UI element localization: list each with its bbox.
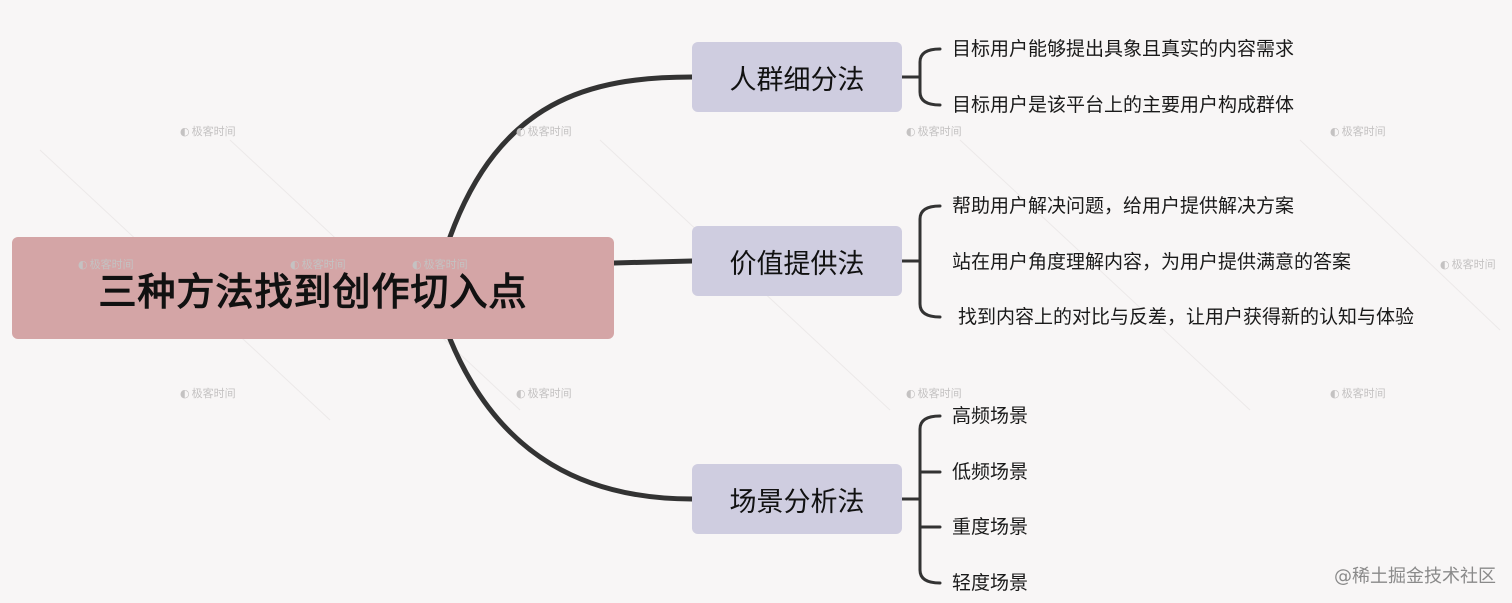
watermark: ◐极客时间 xyxy=(180,123,236,139)
leaf-item[interactable]: 重度场景 xyxy=(952,516,1029,538)
geektime-logo-icon: ◐ xyxy=(1330,125,1340,138)
leaf-item[interactable]: 低频场景 xyxy=(952,461,1029,483)
watermark-text: 极客时间 xyxy=(1451,258,1496,271)
branch-node-value-provision[interactable]: 价值提供法 xyxy=(692,226,902,296)
branch-label: 价值提供法 xyxy=(729,248,865,280)
geektime-logo-icon: ◐ xyxy=(290,258,300,271)
watermark: ◐极客时间 xyxy=(516,123,572,139)
geektime-logo-icon: ◐ xyxy=(412,258,422,271)
branch-node-crowd-segmentation[interactable]: 人群细分法 xyxy=(692,42,902,112)
geektime-logo-icon: ◐ xyxy=(180,387,190,400)
leaf-item[interactable]: 高频场景 xyxy=(952,405,1029,427)
watermark-text: 极客时间 xyxy=(917,387,962,400)
watermark: ◐极客时间 xyxy=(78,256,134,272)
connector-branch-2 xyxy=(611,258,695,266)
leaf-item[interactable]: 站在用户角度理解内容，为用户提供满意的答案 xyxy=(952,251,1352,273)
branch-label: 场景分析法 xyxy=(729,486,865,518)
watermark: ◐极客时间 xyxy=(906,385,962,401)
watermark: ◐极客时间 xyxy=(412,256,468,272)
leaf-item[interactable]: 找到内容上的对比与反差，让用户获得新的认知与体验 xyxy=(958,306,1415,328)
watermark-text: 极客时间 xyxy=(89,258,134,271)
watermark-text: 极客时间 xyxy=(191,125,236,138)
geektime-logo-icon: ◐ xyxy=(1440,258,1450,271)
watermark-text: 极客时间 xyxy=(527,125,572,138)
leaf-item[interactable]: 目标用户能够提出具象且真实的内容需求 xyxy=(952,38,1295,60)
bracket-branch-3 xyxy=(900,414,942,585)
site-watermark: @稀土掘金技术社区 xyxy=(1334,566,1496,587)
watermark: ◐极客时间 xyxy=(516,385,572,401)
watermark-text: 极客时间 xyxy=(423,258,468,271)
geektime-logo-icon: ◐ xyxy=(516,125,526,138)
connector-branch-1 xyxy=(447,74,695,240)
watermark: ◐极客时间 xyxy=(290,256,346,272)
bracket-branch-1 xyxy=(900,47,942,107)
root-label: 三种方法找到创作切入点 xyxy=(98,269,528,314)
branch-node-scene-analysis[interactable]: 场景分析法 xyxy=(692,464,902,534)
geektime-logo-icon: ◐ xyxy=(1330,387,1340,400)
branch-label: 人群细分法 xyxy=(729,64,865,96)
geektime-logo-icon: ◐ xyxy=(78,258,88,271)
bracket-branch-2 xyxy=(900,204,942,319)
watermark-text: 极客时间 xyxy=(1341,387,1386,400)
watermark: ◐极客时间 xyxy=(1330,123,1386,139)
geektime-logo-icon: ◐ xyxy=(906,387,916,400)
watermark-text: 极客时间 xyxy=(917,125,962,138)
connector-branch-3 xyxy=(447,336,695,502)
watermark: ◐极客时间 xyxy=(180,385,236,401)
watermark-text: 极客时间 xyxy=(191,387,236,400)
root-node[interactable]: 三种方法找到创作切入点 xyxy=(12,237,614,339)
geektime-logo-icon: ◐ xyxy=(516,387,526,400)
watermark-text: 极客时间 xyxy=(527,387,572,400)
geektime-logo-icon: ◐ xyxy=(906,125,916,138)
leaf-item[interactable]: 目标用户是该平台上的主要用户构成群体 xyxy=(952,94,1295,116)
watermark: ◐极客时间 xyxy=(1440,256,1496,272)
watermark: ◐极客时间 xyxy=(906,123,962,139)
leaf-item[interactable]: 轻度场景 xyxy=(952,572,1029,594)
watermark-text: 极客时间 xyxy=(1341,125,1386,138)
watermark: ◐极客时间 xyxy=(1330,385,1386,401)
watermark-text: 极客时间 xyxy=(301,258,346,271)
geektime-logo-icon: ◐ xyxy=(180,125,190,138)
leaf-item[interactable]: 帮助用户解决问题，给用户提供解决方案 xyxy=(952,195,1295,217)
